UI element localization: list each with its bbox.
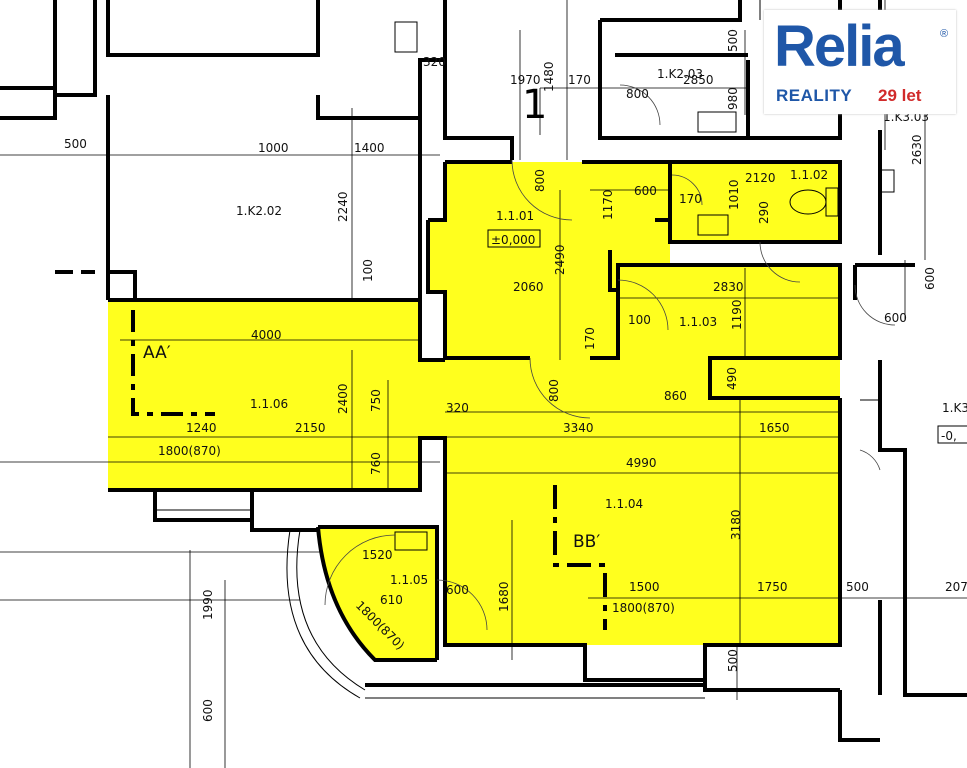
room-1-1-01-niche-fill: [428, 220, 448, 292]
room-label-1-1-01: 1.1.01: [496, 209, 534, 223]
dim-500-tr: 500: [726, 29, 740, 52]
floor-level-label: ±0,000: [491, 233, 535, 247]
dim-1190: 1190: [730, 299, 744, 330]
room-1-1-03-fill: [618, 265, 840, 358]
dim-1750: 1750: [757, 580, 788, 594]
detail-lines: [155, 0, 895, 699]
dim-2630: 2630: [910, 134, 924, 165]
dim-600-bl: 600: [201, 699, 215, 722]
dim-1800-870-b: 1800(870): [612, 601, 675, 615]
room-label-1-k2-02: 1.K2.02: [236, 204, 282, 218]
dim-610: 610: [380, 593, 403, 607]
dim-490: 490: [725, 367, 739, 390]
dim-1010: 1010: [727, 179, 741, 210]
dim-750: 750: [369, 389, 383, 412]
dim-1680: 1680: [497, 581, 511, 612]
dimension-labels: 320 1970 170 2850 800 500 1000 1400 600 …: [64, 55, 967, 653]
room-1-1-02-fill: [672, 162, 840, 242]
room-label-1-1-05: 1.1.05: [390, 573, 428, 587]
dim-1170: 1170: [601, 189, 615, 220]
logo-brand-text: Relia: [774, 14, 905, 79]
logo-registered-mark: ®: [940, 28, 949, 40]
dim-4000: 4000: [251, 328, 282, 342]
dim-1240: 1240: [186, 421, 217, 435]
section-label-aa: AA′: [143, 343, 171, 363]
room-label-1-1-04: 1.1.04: [605, 497, 643, 511]
dim-600-mid: 600: [884, 311, 907, 325]
dim-3180: 3180: [729, 509, 743, 540]
dim-1000: 1000: [258, 141, 289, 155]
dim-320-mid: 320: [446, 401, 469, 415]
section-label-bb: BB′: [573, 532, 600, 552]
dim-500-r: 500: [846, 580, 869, 594]
dim-2060: 2060: [513, 280, 544, 294]
dim-290: 290: [757, 201, 771, 224]
room-label-1-k2-03: 1.K2.03: [657, 67, 703, 81]
room-1-1-06-fill: [108, 300, 420, 490]
dim-1650: 1650: [759, 421, 790, 435]
dim-170-top: 170: [568, 73, 591, 87]
dim-800-hall: 800: [547, 379, 561, 402]
dim-1970: 1970: [510, 73, 541, 87]
dim-1520: 1520: [362, 548, 393, 562]
floor-level-label-partial: -0,: [941, 429, 957, 443]
dim-2830: 2830: [713, 280, 744, 294]
door-swings: [324, 84, 896, 631]
highlighted-apartment: [108, 162, 840, 660]
room-labels: 1.K2.02 1.K2.03 1.K3.03 1.K3 1.1.01 1.1.…: [236, 67, 967, 587]
dim-2490: 2490: [553, 244, 567, 275]
dim-2400: 2400: [336, 383, 350, 414]
dim-170-102: 170: [679, 192, 702, 206]
dim-860: 860: [664, 389, 687, 403]
dim-500-left: 500: [64, 137, 87, 151]
room-1-1-05-fill: [318, 527, 437, 660]
dim-100-103: 100: [628, 313, 651, 327]
relia-logo: Relia ® REALITY 29 let: [764, 10, 956, 114]
dim-760: 760: [369, 452, 383, 475]
room-label-1-1-03: 1.1.03: [679, 315, 717, 329]
dim-4990: 4990: [626, 456, 657, 470]
dim-2120: 2120: [745, 171, 776, 185]
dim-207: 207: [945, 580, 967, 594]
room-label-1-1-06: 1.1.06: [250, 397, 288, 411]
dim-800-top: 800: [626, 87, 649, 101]
section-markers: AA′ BB′ 1: [55, 82, 607, 630]
dim-2850: 2850: [683, 73, 714, 87]
dim-1800-870-a: 1800(870): [158, 444, 221, 458]
walls: [0, 0, 967, 742]
dim-2150: 2150: [295, 421, 326, 435]
logo-subtitle: REALITY: [776, 86, 853, 105]
dim-1400: 1400: [354, 141, 385, 155]
room-label-1-k3: 1.K3: [942, 401, 967, 415]
logo-years: 29 let: [878, 86, 922, 105]
dim-3340: 3340: [563, 421, 594, 435]
dim-100-k: 100: [361, 259, 375, 282]
dim-800-101: 800: [533, 169, 547, 192]
dim-600-right: 600: [923, 267, 937, 290]
section-mark-1: 1: [522, 82, 547, 128]
dimension-labels-vertical: 1480 500 980 2240 100 2630 800 1010 290 …: [201, 29, 937, 722]
dim-600-105: 600: [446, 583, 469, 597]
dim-170-mid: 170: [583, 327, 597, 350]
dim-1990: 1990: [201, 589, 215, 620]
dim-2240: 2240: [336, 191, 350, 222]
dim-320-top: 320: [423, 55, 446, 69]
dim-1500: 1500: [629, 580, 660, 594]
dim-1480: 1480: [542, 61, 556, 92]
dim-500-b: 500: [726, 649, 740, 672]
dim-980: 980: [726, 87, 740, 110]
dim-600-102: 600: [634, 184, 657, 198]
room-label-1-1-02: 1.1.02: [790, 168, 828, 182]
